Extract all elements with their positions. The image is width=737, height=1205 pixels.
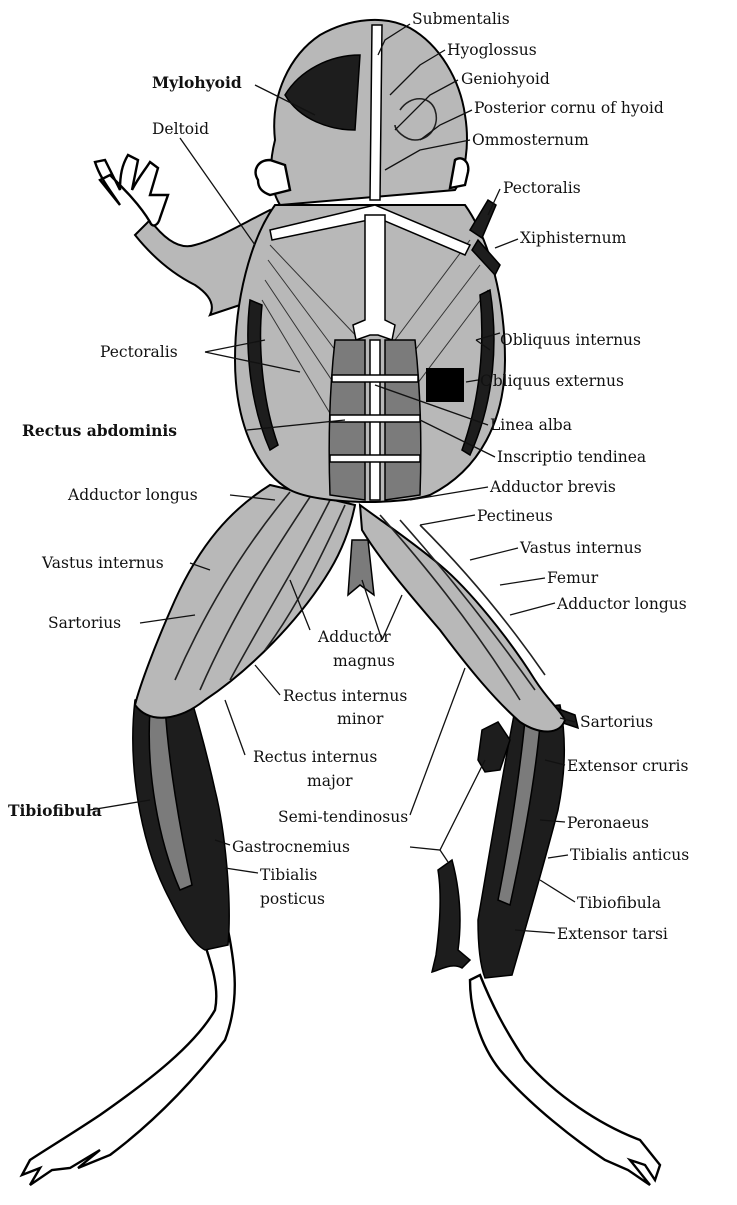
label-adductor-longus-left: Adductor longus — [67, 486, 198, 504]
label-adductor-brevis: Adductor brevis — [489, 478, 616, 496]
label-vastus-internus-left: Vastus internus — [41, 554, 164, 572]
label-sartorius-right: Sartorius — [580, 713, 653, 731]
label-pectoralis-right: Pectoralis — [503, 179, 581, 197]
label-obliquus-externus: Obliquus externus — [480, 372, 624, 390]
label-linea-alba: Linea alba — [490, 416, 572, 434]
lead-deltoid — [180, 138, 255, 245]
label-xiphisternum: Xiphisternum — [520, 229, 627, 247]
label-submentalis: Submentalis — [412, 10, 510, 28]
label-mylohyoid: Mylohyoid — [152, 73, 242, 92]
label-rectus-internus-major-2: major — [307, 772, 353, 790]
label-obliquus-internus: Obliquus internus — [500, 331, 641, 349]
extensor-tarsi-flap — [432, 860, 470, 972]
label-pectineus: Pectineus — [477, 507, 553, 525]
label-sartorius-left: Sartorius — [48, 614, 121, 632]
lead-semi-tend — [410, 668, 465, 815]
label-vastus-internus-right: Vastus internus — [519, 539, 642, 557]
label-tibiofibula-right: Tibiofibula — [577, 894, 661, 912]
inscriptio-3 — [330, 455, 420, 462]
jaw-left — [256, 160, 290, 195]
obliquus-window — [426, 368, 464, 402]
label-inscriptio-tendinea: Inscriptio tendinea — [497, 448, 646, 466]
label-semi-tendinosus: Semi-tendinosus — [278, 808, 408, 826]
lead-tib-ant — [548, 855, 568, 858]
label-tibiofibula-left: Tibiofibula — [8, 801, 102, 820]
label-tibialis-posticus-1: Tibialis — [260, 866, 317, 884]
label-extensor-cruris: Extensor cruris — [567, 757, 689, 775]
label-femur: Femur — [547, 569, 599, 587]
label-tibialis-anticus: Tibialis anticus — [570, 846, 689, 864]
lead-pectineus — [420, 515, 475, 525]
label-adductor-magnus-1: Adductor — [317, 628, 391, 646]
lead-rim-minor — [255, 665, 280, 695]
inscriptio-1 — [332, 375, 418, 382]
lead-xiphisternum — [495, 239, 518, 248]
label-adductor-longus-right: Adductor longus — [556, 595, 687, 613]
label-peronaeus: Peronaeus — [567, 814, 649, 832]
label-posterior-cornu: Posterior cornu of hyoid — [474, 99, 664, 117]
label-pectoralis-left: Pectoralis — [100, 343, 178, 361]
label-rectus-abdominis: Rectus abdominis — [22, 421, 177, 440]
lead-add-longus-r — [510, 603, 555, 615]
lead-tibio-r — [540, 880, 575, 902]
lead-rim-major — [225, 700, 245, 755]
label-rectus-internus-minor-1: Rectus internus — [283, 687, 407, 705]
left-lower-leg — [133, 680, 229, 950]
inscriptio-2 — [330, 415, 420, 422]
label-adductor-magnus-2: magnus — [333, 652, 395, 670]
label-gastrocnemius: Gastrocnemius — [232, 838, 350, 856]
label-extensor-tarsi: Extensor tarsi — [557, 925, 668, 943]
lead-gastro-1 — [410, 760, 485, 850]
lead-vastus-r — [470, 548, 518, 560]
label-hyoglossus: Hyoglossus — [447, 41, 537, 59]
label-rectus-internus-major-1: Rectus internus — [253, 748, 377, 766]
label-ommosternum: Ommosternum — [472, 131, 589, 149]
lead-tib-post — [225, 868, 258, 873]
label-rectus-internus-minor-2: minor — [337, 710, 384, 728]
adductor-magnus-shape — [348, 540, 374, 595]
label-geniohyoid: Geniohyoid — [461, 70, 550, 88]
label-tibialis-posticus-2: posticus — [260, 890, 325, 908]
left-hand — [95, 155, 168, 225]
left-foot — [22, 930, 235, 1185]
right-foot — [470, 975, 660, 1185]
lead-femur — [500, 578, 545, 585]
lead-gastro-2 — [440, 850, 448, 862]
label-deltoid: Deltoid — [152, 120, 209, 138]
